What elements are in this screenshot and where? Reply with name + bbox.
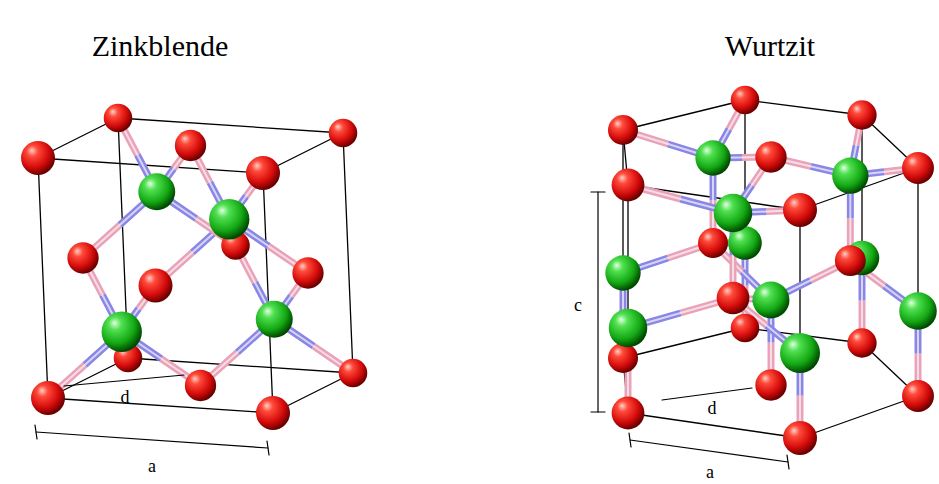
anion-sphere [731,86,760,115]
anion-sphere [139,269,173,303]
anion-sphere [783,193,817,227]
prism-edge [799,210,800,438]
cation-sphere [714,194,752,232]
cation-sphere [256,301,293,338]
dimension-line [630,440,788,462]
cube-edge [118,118,343,133]
anion-sphere [21,141,55,175]
cube-edge [38,158,263,173]
cube-edge [38,158,48,398]
dimension-tick [35,425,37,439]
dimension-line [36,432,268,448]
dimension-tick [267,441,269,455]
cube-edge [263,173,273,413]
anion-sphere [31,381,65,415]
dimension-label: c [574,296,582,314]
cation-sphere [780,333,820,373]
distance-label: d [708,399,717,417]
prism-edge [800,396,918,438]
atoms [21,86,937,455]
cation-sphere [209,199,249,239]
anion-sphere [902,152,934,184]
anion-sphere [67,242,98,273]
dimension-tick [629,433,631,447]
anion-sphere [608,343,638,373]
cube-edge [48,398,273,413]
anion-sphere [835,245,866,276]
dimension-label: a [148,457,156,475]
anion-sphere [783,421,817,455]
bonds [48,100,918,438]
cation-sphere [899,292,937,330]
cation-sphere [138,173,175,210]
structure-title: Zinkblende [92,31,229,61]
prism-edge [745,100,862,115]
dimension-marks [35,192,789,469]
cation-sphere [609,309,648,348]
distance-label: d [121,388,130,406]
cube-edge [343,133,353,373]
anion-sphere [104,104,133,133]
anion-sphere [175,130,206,161]
anion-sphere [755,141,786,172]
anion-sphere [246,156,280,190]
anion-sphere [847,100,876,129]
anion-sphere [847,328,876,357]
anion-sphere [292,257,323,288]
distance-line [64,375,184,386]
structure-title: Wurtzit [725,31,815,61]
dimension-tick [591,411,605,412]
cation-sphere [605,255,640,290]
cation-sphere [695,140,730,175]
anion-sphere [185,370,216,401]
anion-sphere [256,396,290,430]
prism-edge [861,115,862,343]
cell-edges [38,100,918,438]
dimension-tick [787,455,789,469]
dimension-line [597,192,598,412]
cation-sphere [832,158,868,194]
anion-sphere [717,282,750,315]
anion-sphere [329,119,358,148]
anion-sphere [612,169,645,202]
prism-edge [623,100,745,130]
anion-sphere [698,228,728,258]
anion-sphere [731,314,760,343]
anion-sphere [608,115,638,145]
anion-sphere [755,369,786,400]
distance-line [662,388,752,400]
dimension-label: a [706,463,714,481]
prism-edge [917,168,918,396]
anion-sphere [612,397,645,430]
cation-sphere [753,282,790,319]
cation-sphere [102,312,142,352]
anion-sphere [339,359,368,388]
dimension-tick [591,191,605,192]
prism-edge [627,185,628,413]
anion-sphere [902,380,934,412]
